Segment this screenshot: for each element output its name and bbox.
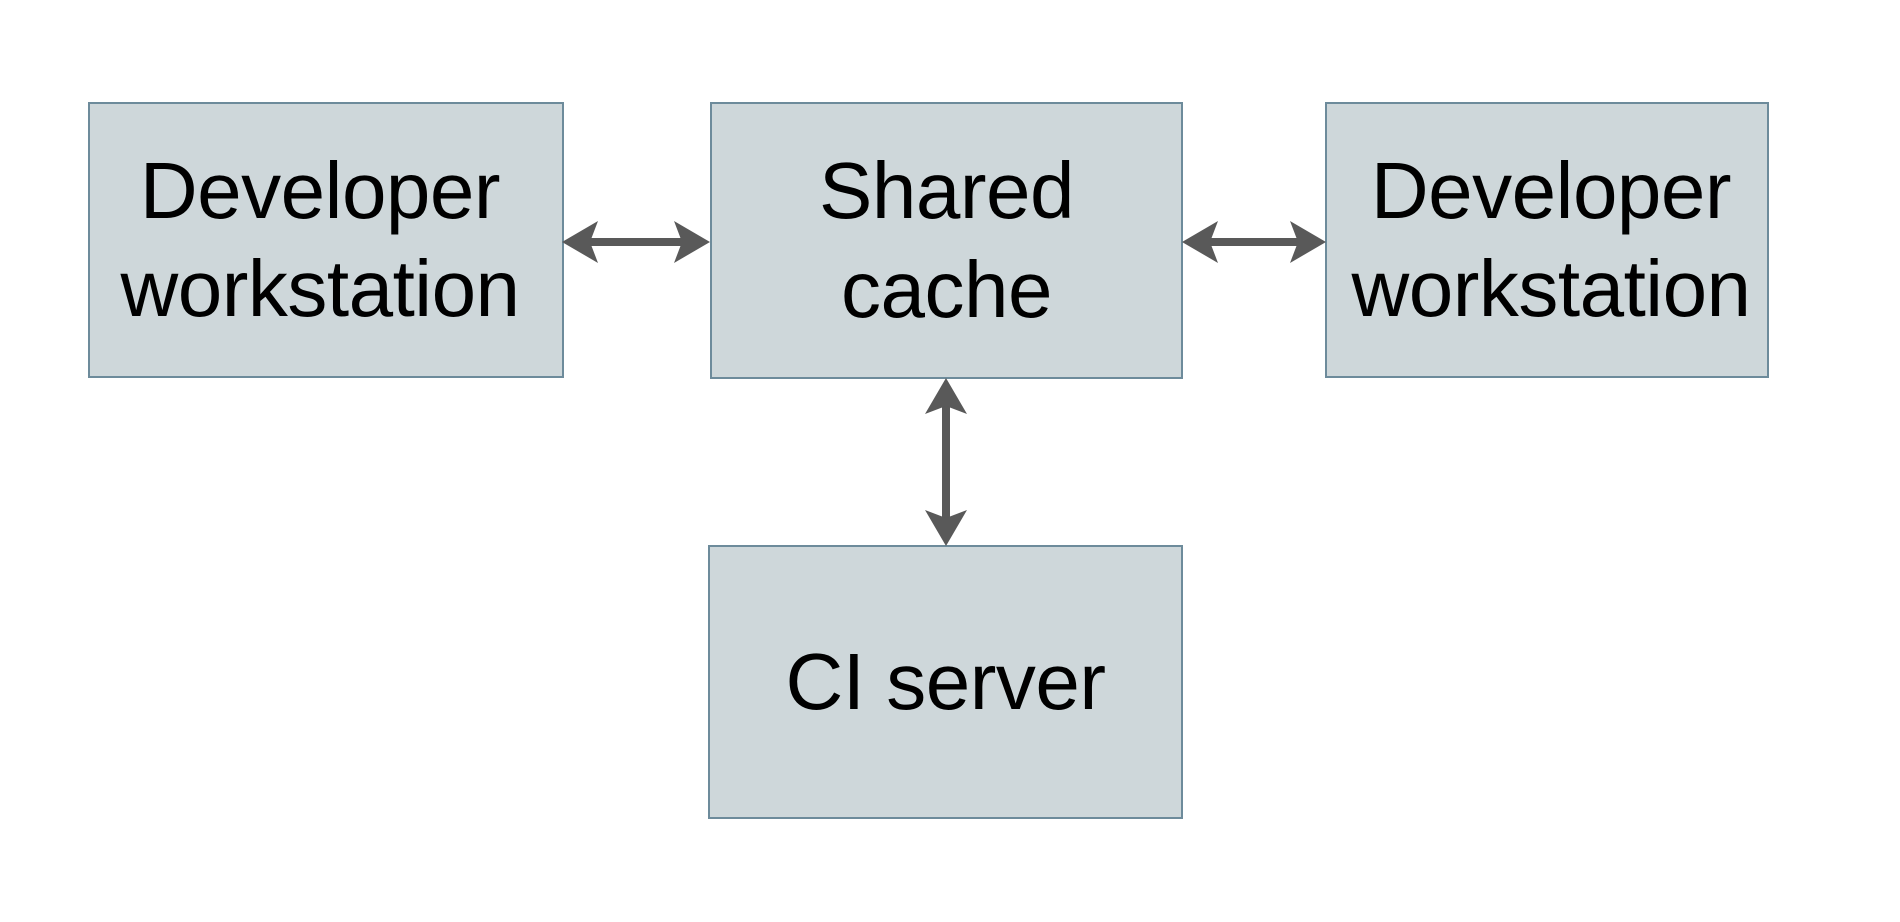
arrowhead-down-icon [925,510,967,546]
edge-shared-cache-to-developer-workstation-right[interactable] [1176,200,1332,284]
node-developer-workstation-left[interactable]: Developer workstation [88,102,564,378]
arrowhead-left-icon [1182,221,1218,263]
node-label-developer-workstation-right: Developer workstation [1351,145,1751,333]
edge-developer-workstation-left-to-shared-cache[interactable] [556,200,716,284]
node-shared-cache[interactable]: Shared cache [710,102,1183,379]
arrowhead-up-icon [925,378,967,414]
node-label-developer-workstation-left: Developer workstation [120,145,520,333]
node-label-shared-cache: Shared cache [819,146,1074,334]
arrowhead-left-icon [562,221,598,263]
node-developer-workstation-right[interactable]: Developer workstation [1325,102,1769,378]
arrowhead-right-icon [1290,221,1326,263]
arrowhead-right-icon [674,221,710,263]
edge-shared-cache-to-ci-server[interactable] [904,372,988,552]
node-ci-server[interactable]: CI server [708,545,1183,819]
node-label-ci-server: CI server [785,636,1107,726]
